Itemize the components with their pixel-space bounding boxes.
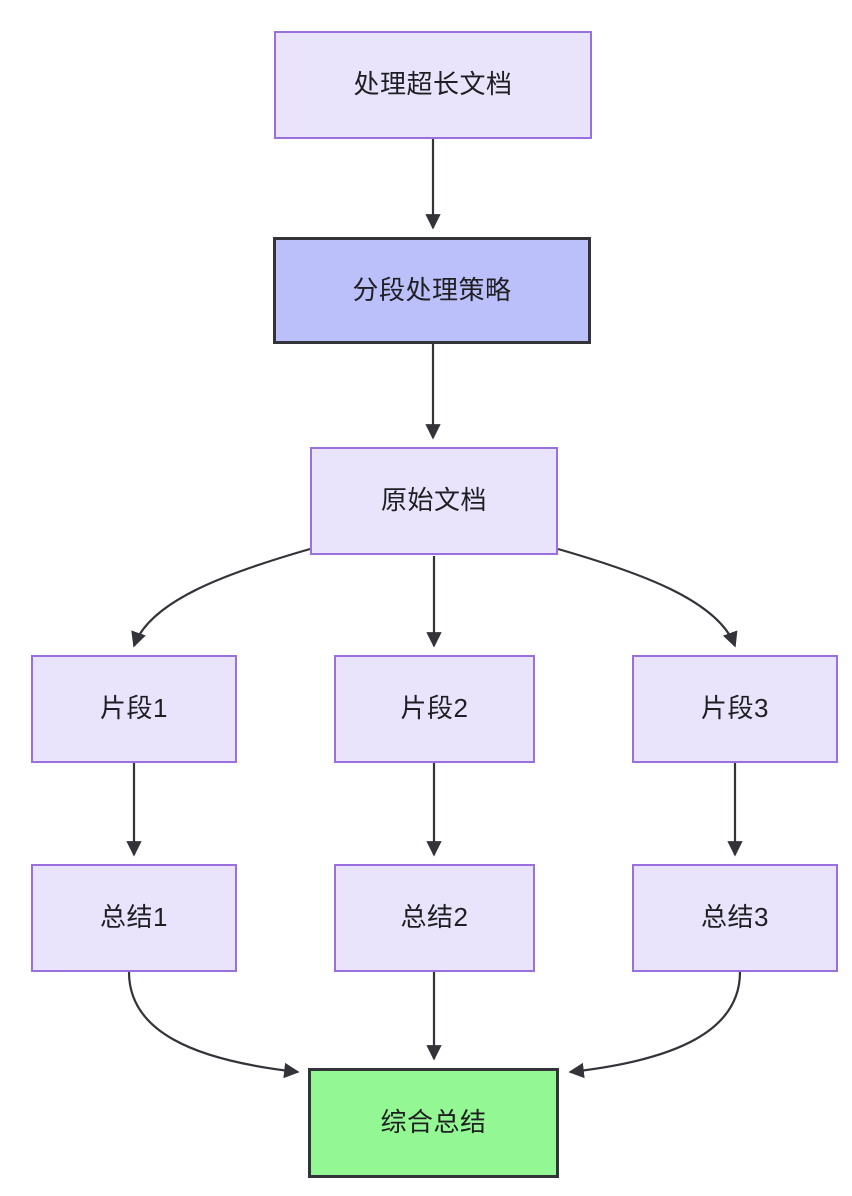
- edge-summary-1-to-final-summary: [127, 971, 300, 1079]
- node-label: 片段3: [701, 693, 769, 724]
- node-label: 片段2: [400, 693, 469, 724]
- node-label: 总结1: [100, 902, 168, 933]
- edge-source-doc-to-fragment-3: [557, 547, 738, 648]
- node-chunking-strategy[interactable]: 分段处理策略: [273, 237, 591, 344]
- node-label: 处理超长文档: [353, 69, 513, 100]
- node-source-document[interactable]: 原始文档: [310, 447, 558, 555]
- node-label: 总结2: [400, 902, 469, 933]
- node-summary-2[interactable]: 总结2: [334, 864, 535, 972]
- node-label: 综合总结: [380, 1107, 487, 1138]
- edge-source-doc-to-fragment-1: [131, 547, 311, 648]
- node-fragment-1[interactable]: 片段1: [31, 655, 237, 763]
- edge-summary-3-to-final-summary: [568, 971, 742, 1079]
- node-label: 片段1: [100, 693, 168, 724]
- node-label: 总结3: [701, 902, 769, 933]
- node-fragment-3[interactable]: 片段3: [632, 655, 838, 763]
- node-fragment-2[interactable]: 片段2: [334, 655, 535, 763]
- node-label: 分段处理策略: [352, 274, 512, 305]
- node-summary-3[interactable]: 总结3: [632, 864, 838, 972]
- node-final-summary[interactable]: 综合总结: [308, 1068, 559, 1178]
- node-label: 原始文档: [380, 485, 487, 516]
- node-summary-1[interactable]: 总结1: [31, 864, 237, 972]
- node-long-document[interactable]: 处理超长文档: [274, 31, 592, 139]
